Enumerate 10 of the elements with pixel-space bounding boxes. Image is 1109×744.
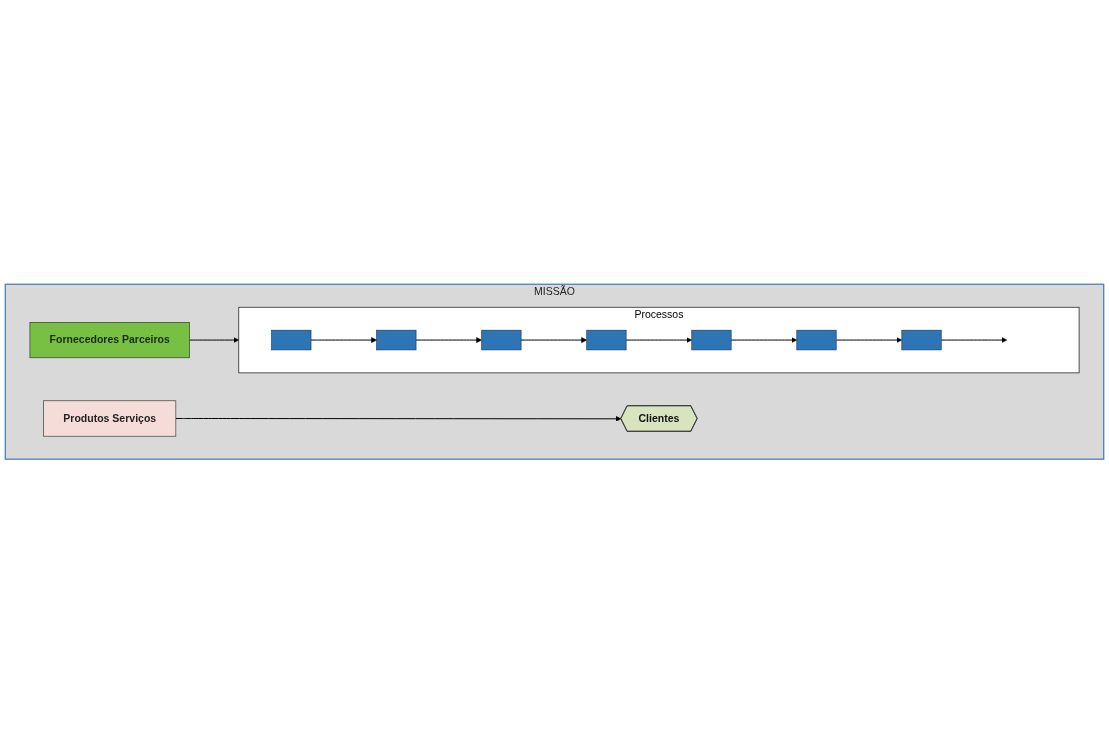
node-box	[901, 330, 942, 351]
node-box	[796, 330, 837, 351]
node-box	[691, 330, 732, 351]
node-box	[481, 330, 522, 351]
node-box: Fornecedores Parceiros	[29, 322, 190, 359]
node-box	[376, 330, 417, 351]
node-box	[586, 330, 627, 351]
node-box: Produtos Serviços	[43, 400, 177, 437]
node-box	[271, 330, 312, 351]
cluster: Processos	[238, 307, 1080, 374]
